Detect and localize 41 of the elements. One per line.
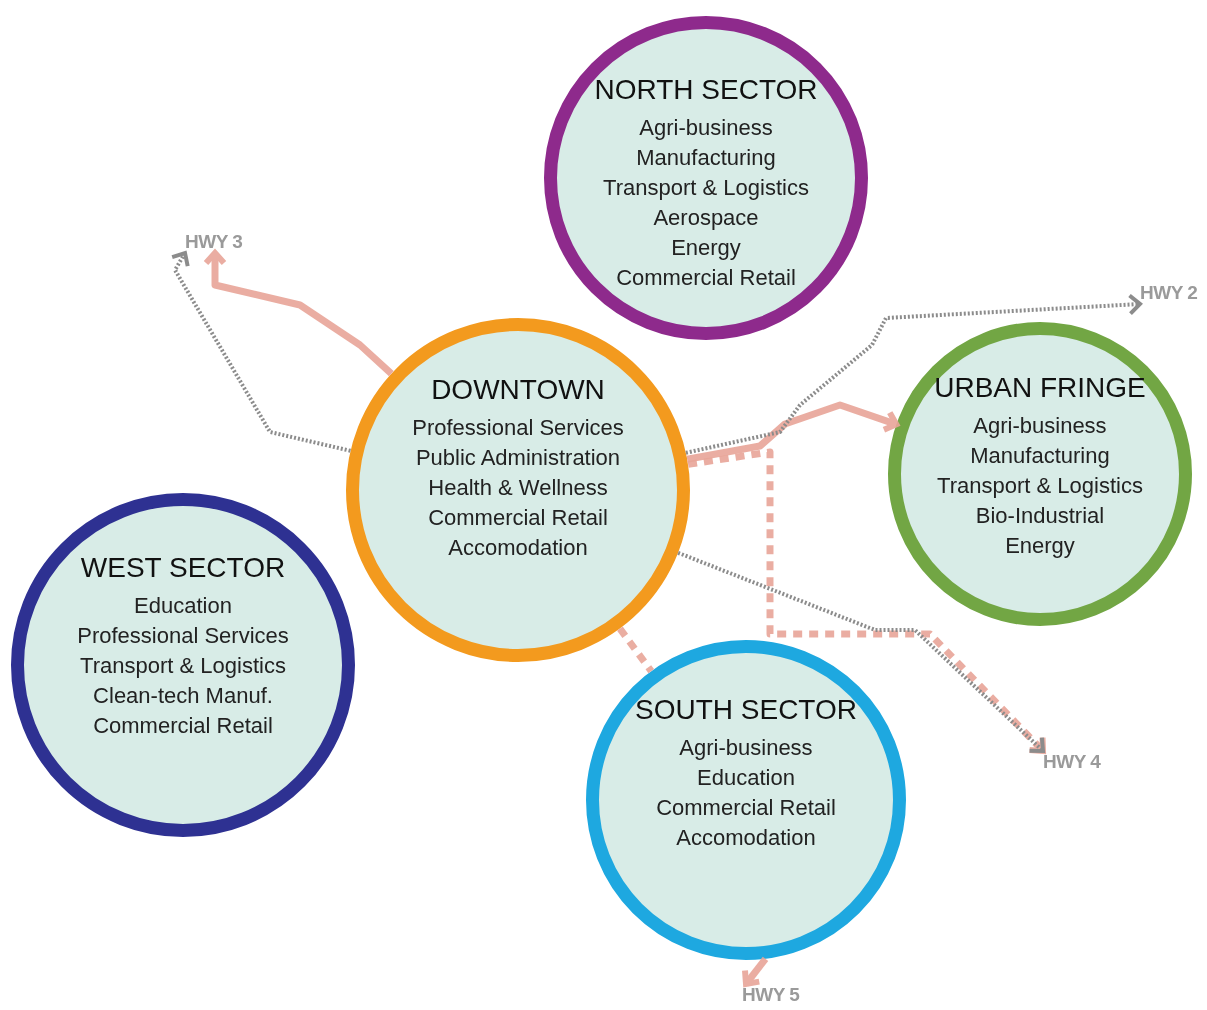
sector-heading: WEST SECTOR xyxy=(80,551,286,585)
sector-heading: DOWNTOWN xyxy=(431,373,605,407)
highway-label: HWY 5 xyxy=(742,984,800,1006)
industry-label: Accomodation xyxy=(448,534,588,562)
industry-label: Commercial Retail xyxy=(616,264,796,292)
industry-label: Bio-Industrial xyxy=(975,502,1105,530)
industry-label: Energy xyxy=(671,234,741,262)
industry-label: Health & Wellness xyxy=(428,474,608,502)
road-arrow xyxy=(742,956,769,987)
industry-label: Manufacturing xyxy=(970,442,1110,470)
highway-label: HWY 2 xyxy=(1140,282,1198,304)
industry-label: Manufacturing xyxy=(636,144,776,172)
highway-route-line xyxy=(677,550,1045,753)
road-arrow xyxy=(686,401,900,463)
industry-label: Aerospace xyxy=(653,204,759,232)
industry-label: Agri-business xyxy=(973,412,1107,440)
industry-label: Energy xyxy=(1005,532,1075,560)
highway-label: HWY 4 xyxy=(1043,751,1101,773)
industry-label: Transport & Logistics xyxy=(603,174,809,202)
highway-route-line xyxy=(170,251,351,453)
industry-label: Clean-tech Manuf. xyxy=(93,682,273,710)
industry-label: Professional Services xyxy=(77,622,289,650)
industry-label: Education xyxy=(697,764,795,792)
industry-label: Commercial Retail xyxy=(93,712,273,740)
industry-label: Education xyxy=(134,592,232,620)
industry-label: Agri-business xyxy=(679,734,813,762)
sector-heading: SOUTH SECTOR xyxy=(635,693,857,727)
industry-label: Accomodation xyxy=(676,824,816,852)
sector-heading: URBAN FRINGE xyxy=(934,371,1146,405)
industry-label: Commercial Retail xyxy=(656,794,836,822)
highway-label: HWY 3 xyxy=(185,231,243,253)
sector-heading: NORTH SECTOR xyxy=(594,73,818,107)
industry-label: Professional Services xyxy=(412,414,624,442)
industry-label: Transport & Logistics xyxy=(80,652,286,680)
industry-label: Public Administration xyxy=(415,444,621,472)
road-arrow xyxy=(687,448,1046,754)
road-arrow xyxy=(203,250,394,377)
highway-route-line xyxy=(685,293,1142,455)
industry-label: Commercial Retail xyxy=(428,504,608,532)
industry-label: Transport & Logistics xyxy=(937,472,1143,500)
industry-label: Agri-business xyxy=(639,114,773,142)
